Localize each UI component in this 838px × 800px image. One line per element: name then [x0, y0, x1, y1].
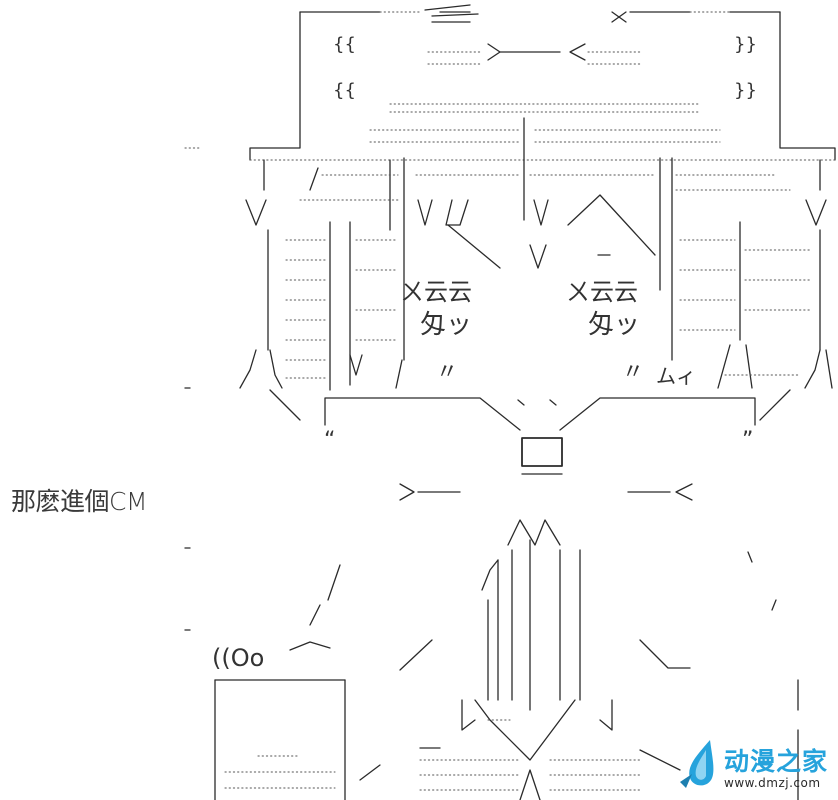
- bracket-right: }}: [734, 34, 757, 55]
- bracket-left-2: {{: [333, 80, 356, 101]
- right-quote: 〃: [622, 360, 645, 385]
- watermark-url: www.dmzj.com: [724, 776, 821, 790]
- mu-glyph: ムィ: [656, 364, 696, 388]
- quote-open: “: [324, 428, 336, 453]
- right-eye: ㄨ云云: [566, 278, 638, 306]
- body-lines: [184, 387, 799, 800]
- hat-arrows: [424, 4, 627, 61]
- face-outline: [269, 389, 791, 475]
- hat-interior-dots: [184, 51, 721, 149]
- left-cheek: 匁ッ: [420, 310, 473, 340]
- mouth-arrows: [399, 483, 693, 501]
- lower-dots: [419, 719, 641, 791]
- watermark-title: 动漫之家: [724, 747, 829, 776]
- right-cheek: 匁ッ: [588, 310, 641, 340]
- drop-icon: [680, 740, 714, 788]
- hat-frame: [249, 11, 836, 161]
- hair-columns: [239, 117, 833, 391]
- bubble-text: ((Oo: [212, 644, 265, 672]
- hair-dots: [285, 174, 811, 379]
- quote-close: ”: [742, 428, 754, 453]
- bracket-right-2: }}: [734, 80, 757, 101]
- watermark: 动漫之家 www.dmzj.com: [676, 736, 836, 794]
- side-box: [214, 641, 346, 800]
- left-eye: ㄨ云云: [400, 278, 472, 306]
- hands: [461, 519, 613, 800]
- bracket-left: {{: [333, 34, 356, 55]
- left-quote: 〃: [436, 360, 459, 385]
- caption-text: 那麽進個CM: [11, 487, 148, 516]
